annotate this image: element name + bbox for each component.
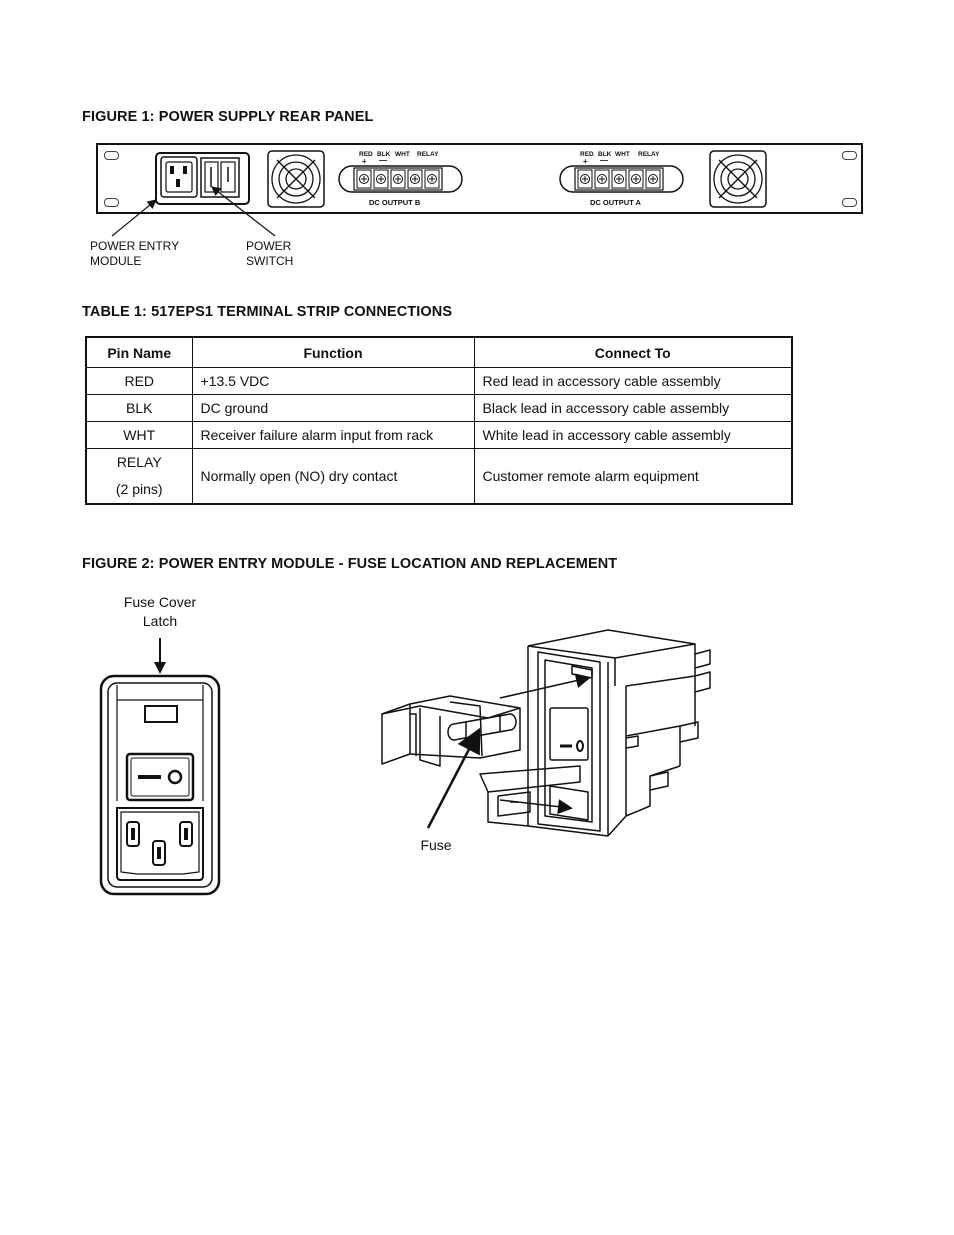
mount-hole-icon xyxy=(842,198,857,207)
fan-icon xyxy=(709,150,767,208)
power-switch-callout: POWER SWITCH xyxy=(246,239,294,268)
pin-cell: BLK xyxy=(85,394,193,422)
connect-cell: White lead in accessory cable assembly xyxy=(473,421,793,449)
function-cell: DC ground xyxy=(191,394,475,422)
terminal-label-blk: BLK xyxy=(598,151,612,158)
terminal-label-blk: BLK xyxy=(377,151,391,158)
fan-icon xyxy=(267,150,325,208)
header-function: Function xyxy=(191,336,475,368)
terminal-label-red: RED xyxy=(580,151,594,158)
power-entry-module-front-icon xyxy=(99,638,221,896)
mount-hole-icon xyxy=(842,151,857,160)
terminal-sign-minus: — xyxy=(379,156,387,165)
power-entry-module-icon xyxy=(160,156,240,198)
callout-arrows xyxy=(111,186,276,237)
terminal-strip-table: Pin Name Function Connect To RED +13.5 V… xyxy=(85,336,793,505)
mount-hole-icon xyxy=(104,198,119,207)
terminal-label-wht: WHT xyxy=(615,151,630,158)
pin-name: RELAY xyxy=(116,454,162,470)
table-row: RELAY (2 pins) Normally open (NO) dry co… xyxy=(85,448,793,505)
dc-output-b-label: DC OUTPUT B xyxy=(369,198,421,207)
fuse-cover-latch-label: Fuse Cover Latch xyxy=(123,594,197,629)
terminal-strip-a xyxy=(559,165,684,193)
pin-count: (2 pins) xyxy=(115,481,163,497)
table-row: RED +13.5 VDC Red lead in accessory cabl… xyxy=(85,367,793,395)
terminal-sign-plus: + xyxy=(362,157,367,166)
terminal-label-wht: WHT xyxy=(395,151,410,158)
fuse-label: Fuse xyxy=(420,837,452,853)
terminal-label-relay: RELAY xyxy=(417,151,439,158)
table-row: WHT Receiver failure alarm input from ra… xyxy=(85,421,793,449)
header-connect-to: Connect To xyxy=(473,336,793,368)
rear-panel xyxy=(96,143,863,214)
terminal-label-red: RED xyxy=(359,151,373,158)
table-row: BLK DC ground Black lead in accessory ca… xyxy=(85,394,793,422)
connect-cell: Red lead in accessory cable assembly xyxy=(473,367,793,395)
header-pin-name: Pin Name xyxy=(85,336,193,368)
terminal-sign-minus: — xyxy=(600,156,608,165)
dc-output-a-label: DC OUTPUT A xyxy=(590,198,641,207)
pin-cell: WHT xyxy=(85,421,193,449)
figure1-heading: FIGURE 1: POWER SUPPLY REAR PANEL xyxy=(82,109,374,125)
connect-cell: Black lead in accessory cable assembly xyxy=(473,394,793,422)
table1-heading: TABLE 1: 517EPS1 TERMINAL STRIP CONNECTI… xyxy=(82,304,453,320)
terminal-label-relay: RELAY xyxy=(638,151,660,158)
mount-hole-icon xyxy=(104,151,119,160)
power-entry-module xyxy=(155,152,250,205)
terminal-sign-plus: + xyxy=(583,157,588,166)
function-cell: Receiver failure alarm input from rack xyxy=(191,421,475,449)
pin-cell: RED xyxy=(85,367,193,395)
figure2-heading: FIGURE 2: POWER ENTRY MODULE - FUSE LOCA… xyxy=(82,556,618,572)
terminal-strip-b xyxy=(338,165,463,193)
function-cell: Normally open (NO) dry contact xyxy=(191,448,475,505)
connect-cell: Customer remote alarm equipment xyxy=(473,448,793,505)
pin-cell: RELAY (2 pins) xyxy=(85,448,193,505)
fuse-drawer-exploded-icon xyxy=(381,629,711,837)
table-header-row: Pin Name Function Connect To xyxy=(85,336,793,368)
power-entry-module-callout: POWER ENTRY MODULE xyxy=(90,239,180,268)
function-cell: +13.5 VDC xyxy=(191,367,475,395)
